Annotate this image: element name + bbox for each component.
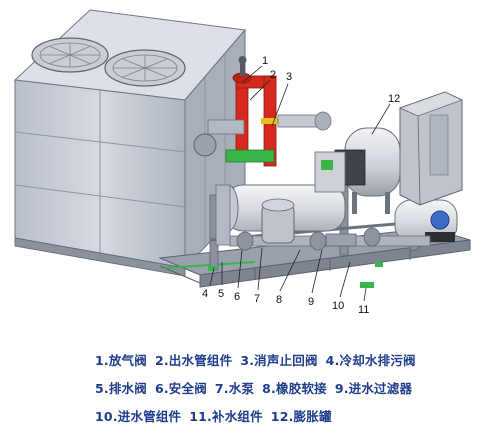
fan-right	[104, 49, 186, 87]
control-cabinet	[398, 91, 464, 206]
callout-2: 2	[270, 69, 276, 81]
legend-item: 2.出水管组件	[154, 353, 233, 368]
callout-10: 10	[332, 300, 344, 312]
callout-numbers: 1 2 3 4 5 6 7 8 9 10 11 12	[202, 55, 400, 316]
callout-6: 6	[234, 291, 240, 303]
callout-8: 8	[276, 294, 282, 306]
callout-3: 3	[286, 71, 292, 83]
right-tank	[394, 199, 458, 243]
legend-item: 4.冷却水排污阀	[325, 353, 416, 368]
legend-item: 12.膨胀罐	[270, 409, 332, 424]
legend-item: 8.橡胶软接	[262, 381, 327, 396]
callout-12: 12	[388, 93, 400, 105]
callout-5: 5	[218, 288, 224, 300]
leader-lines	[209, 65, 391, 302]
equipment-diagram: 1 2 3 4 5 6 7 8 9 10 11 12	[13, 9, 471, 316]
pipework	[193, 56, 431, 288]
legend-item: 10.进水管组件	[95, 409, 182, 424]
legend-item: 11.补水组件	[189, 409, 263, 424]
legend-item: 3.消声止回阀	[240, 353, 318, 368]
legend-row-3: 10.进水管组件 11.补水组件 12.膨胀罐	[95, 406, 340, 425]
callout-7: 7	[254, 293, 260, 305]
legend-row-2: 5.排水阀 6.安全阀 7.水泵 8.橡胶软接 9.进水过滤器	[95, 378, 420, 397]
callout-4: 4	[202, 288, 208, 300]
callout-11: 11	[358, 304, 369, 316]
fan-left	[31, 37, 109, 73]
legend-item: 6.安全阀	[154, 381, 207, 396]
legend-item: 5.排水阀	[95, 381, 147, 396]
callout-1: 1	[262, 55, 268, 67]
electrical-box	[314, 151, 346, 193]
legend-item: 7.水泵	[214, 381, 255, 396]
legend-item: 9.进水过滤器	[334, 381, 413, 396]
legend-row-1: 1.放气阀 2.出水管组件 3.消声止回阀 4.冷却水排污阀	[95, 350, 424, 369]
legend-item: 1.放气阀	[95, 353, 147, 368]
callout-9: 9	[308, 296, 314, 308]
